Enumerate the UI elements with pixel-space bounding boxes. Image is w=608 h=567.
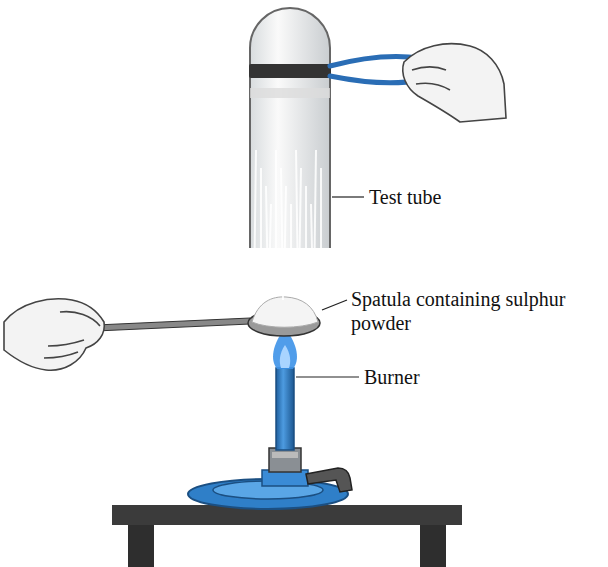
fume-streak [254, 150, 256, 300]
spatula [96, 297, 320, 336]
fume-streak [311, 204, 313, 296]
hand-right [403, 44, 506, 122]
fume-streak [314, 150, 316, 292]
part-label: Test tube [369, 185, 569, 209]
fume-streak [260, 168, 262, 296]
sulphur-fumes [254, 150, 321, 300]
burner [188, 368, 352, 509]
fume-streak [320, 168, 322, 288]
stand [112, 505, 462, 567]
fume-streak [269, 204, 271, 288]
leader-lines [296, 197, 364, 377]
fume-streak [284, 186, 286, 296]
fume-streak [305, 186, 307, 300]
part-label: Spatula containing sulphur powder [351, 287, 591, 335]
part-label: Burner [364, 365, 564, 389]
fume-streak [275, 150, 277, 284]
fume-streak [281, 168, 283, 300]
fume-streak [296, 150, 298, 288]
hand-left [4, 299, 104, 370]
fume-streak [299, 168, 301, 284]
fume-streak [266, 186, 268, 292]
fume-streak [290, 204, 292, 292]
